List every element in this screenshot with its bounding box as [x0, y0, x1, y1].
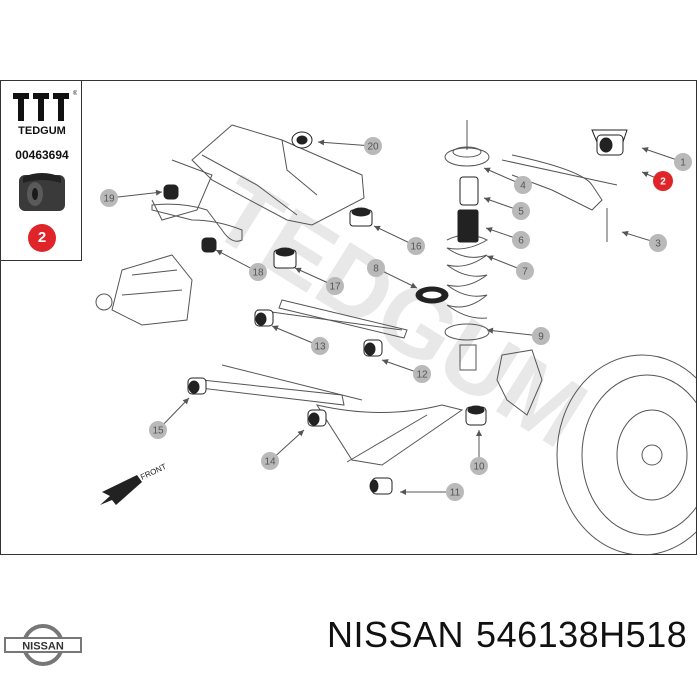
arm-12: [315, 404, 464, 466]
leader-arrow-12: [382, 359, 389, 365]
callout-circle-12: [413, 365, 431, 383]
leader-line-20: [317, 141, 374, 147]
callout-circle-18: [249, 263, 267, 281]
callout-label-18: 18: [252, 268, 264, 279]
callout-label-7: 7: [522, 267, 528, 278]
leader-arrow-13: [272, 325, 279, 332]
callout-circle-15: [149, 421, 167, 439]
part-number: 546138H518: [476, 614, 688, 655]
parts-diagram: TEDGUM: [95, 120, 696, 554]
callout-label-16: 16: [410, 242, 422, 253]
callout-circle-1: [674, 153, 692, 171]
callout-circle-8: [367, 259, 385, 277]
tedgum-logo: TEDGUM ®: [11, 90, 77, 137]
callout-label-8: 8: [373, 264, 379, 275]
leader-arrow-14: [297, 430, 304, 437]
callout-circle-11: [446, 483, 464, 501]
callout-circle-7: [516, 262, 534, 280]
callout-badge: 2: [28, 224, 56, 252]
subframe: [191, 124, 365, 226]
leader-arrow-9: [487, 327, 494, 334]
front-arrow: FRONT: [100, 462, 168, 505]
dust-boot-6: [457, 209, 479, 243]
callout-circle-19: [100, 189, 118, 207]
nissan-logo: NISSAN: [4, 624, 82, 666]
svg-text:NISSAN: NISSAN: [22, 641, 64, 653]
callout-circle-17: [326, 277, 344, 295]
callout-circle-2: [653, 171, 673, 191]
callout-circle-13: [311, 337, 329, 355]
leader-arrow-5: [484, 197, 491, 203]
callout-label-12: 12: [416, 370, 428, 381]
leader-arrow-8: [410, 282, 417, 289]
callout-label-6: 6: [518, 236, 524, 247]
bump-stop-5: [459, 176, 479, 206]
callout-circle-14: [261, 452, 279, 470]
callout-label-10: 10: [473, 462, 485, 473]
leader-arrow-16: [374, 225, 381, 232]
leader-arrow-15: [182, 398, 189, 405]
callout-circle-4: [514, 176, 532, 194]
callout-label-15: 15: [152, 426, 164, 437]
callout-circle-20: [364, 137, 382, 155]
callout-label-1: 1: [680, 158, 686, 169]
arm-15: [199, 379, 345, 406]
callout-circle-3: [649, 234, 667, 252]
callout-label-9: 9: [538, 332, 544, 343]
arm-17: [278, 299, 408, 339]
leader-arrow-18: [216, 250, 223, 256]
callout-label-14: 14: [264, 457, 276, 468]
arm-13: [256, 309, 403, 331]
knuckle: [496, 349, 543, 416]
callout-label-19: 19: [103, 194, 115, 205]
svg-text:FRONT: FRONT: [139, 462, 168, 482]
leader-arrow-11: [400, 489, 406, 495]
callout-circle-16: [407, 237, 425, 255]
bushing-photo: [19, 173, 65, 211]
callout-label-20: 20: [367, 142, 379, 153]
callout-circle-10: [470, 457, 488, 475]
leader-arrow-3: [622, 230, 629, 237]
callout-circle-5: [512, 202, 530, 220]
callout-label-17: 17: [329, 282, 341, 293]
callout-circle-9: [532, 327, 550, 345]
leader-line-9: [486, 329, 542, 337]
callout-label-5: 5: [518, 207, 524, 218]
svg-text:TEDGUM: TEDGUM: [18, 125, 66, 137]
svg-text:®: ®: [73, 90, 77, 97]
leader-arrow-17: [295, 267, 302, 274]
bushing-19: [163, 184, 179, 200]
upper-arm: [151, 203, 243, 242]
differential: [111, 254, 193, 326]
callout-label-3: 3: [655, 239, 661, 250]
callout-label-11: 11: [450, 488, 461, 499]
brand-name: NISSAN: [327, 614, 465, 655]
leader-arrow-7: [487, 255, 494, 261]
leader-arrow-1: [642, 147, 649, 153]
diagram-frame: [0, 80, 697, 555]
callout-label-2: 2: [660, 177, 666, 188]
callout-label-4: 4: [520, 181, 526, 192]
part-code: 00463694: [15, 148, 69, 162]
leader-arrow-20: [318, 139, 325, 146]
leader-arrow-10: [476, 430, 482, 436]
callout-label-13: 13: [314, 342, 326, 353]
wheel: [556, 354, 696, 554]
leader-arrow-6: [486, 227, 493, 233]
spring: [446, 234, 489, 319]
part-caption: NISSAN 546138H518: [327, 614, 687, 656]
legend-box: TEDGUM ® 00463694 2: [0, 80, 82, 261]
leader-arrow-4: [484, 167, 491, 174]
callout-circle-6: [512, 231, 530, 249]
leader-arrow-2: [642, 171, 649, 178]
arm-14: [221, 364, 363, 401]
leader-arrow-19: [155, 189, 162, 196]
stabilizer-bar: [511, 154, 603, 211]
